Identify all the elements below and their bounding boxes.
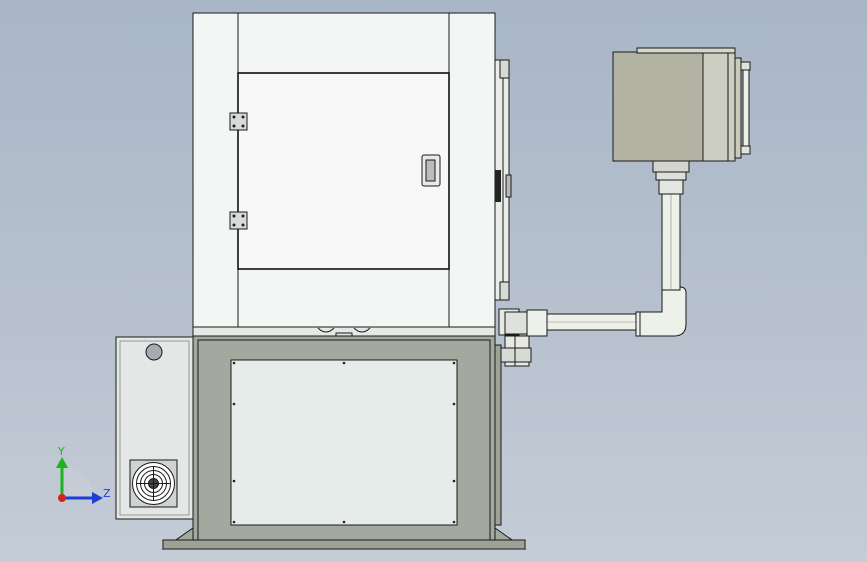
door-hinge-bottom	[229, 211, 248, 230]
coordinate-triad-icon: Y Z	[56, 445, 111, 504]
z-axis-label: Z	[103, 487, 111, 500]
base-frame	[161, 335, 527, 550]
electrical-box	[115, 336, 194, 520]
y-axis-label: Y	[57, 445, 65, 458]
base-access-panel[interactable]	[230, 359, 458, 526]
motor-handle[interactable]	[740, 61, 751, 155]
cabinet-door[interactable]	[237, 72, 450, 270]
pipe-assembly	[498, 159, 690, 367]
fan-grille-icon	[129, 459, 178, 508]
side-rail	[494, 59, 512, 301]
upper-cabinet	[192, 12, 496, 352]
door-handle[interactable]	[421, 154, 441, 187]
motor-box	[612, 47, 751, 162]
panel-screws	[232, 361, 456, 524]
door-hinge-top	[229, 112, 248, 131]
cable-gland-icon	[145, 343, 163, 361]
